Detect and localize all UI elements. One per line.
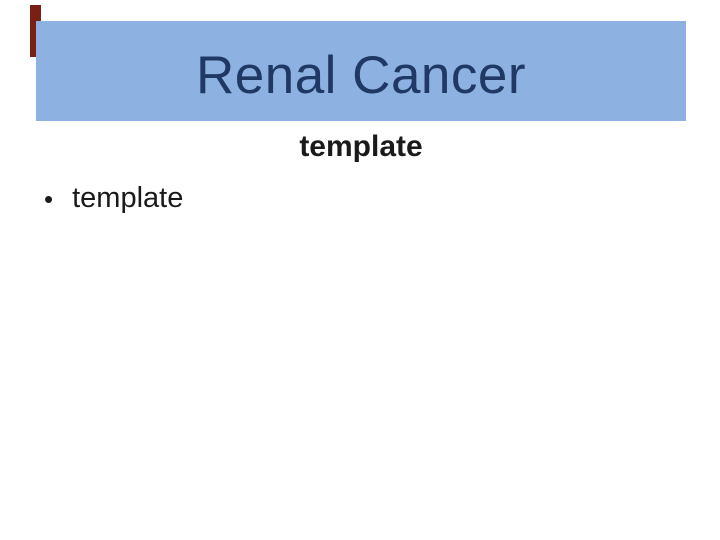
slide-title: Renal Cancer [195, 46, 527, 105]
bullet-dot-icon: • [44, 184, 54, 214]
red-accent-bar [30, 5, 41, 57]
bullet-label: template [72, 182, 184, 214]
subtitle-text: template [299, 130, 423, 163]
bullet-item: • template [44, 183, 183, 216]
title-banner: Renal Cancer [36, 21, 686, 121]
